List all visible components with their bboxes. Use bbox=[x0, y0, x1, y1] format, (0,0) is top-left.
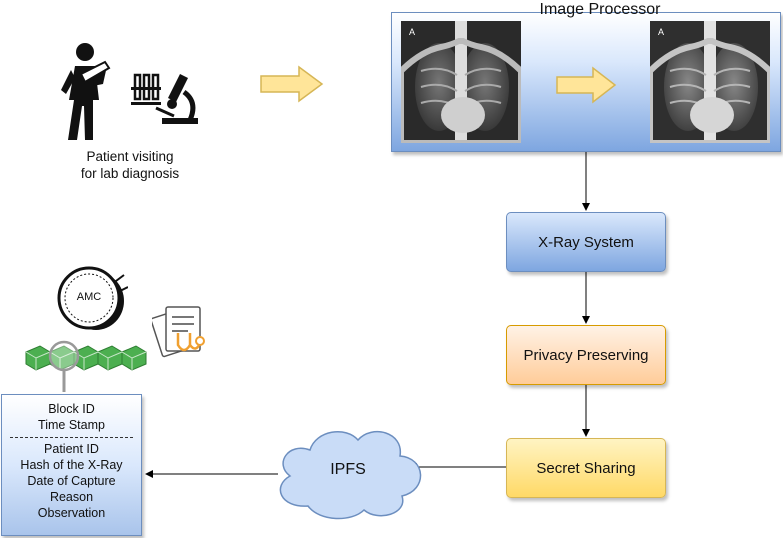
amc-coin-icon bbox=[57, 266, 128, 330]
block-field: Patient ID bbox=[44, 442, 99, 456]
xray-system-box: X-Ray System bbox=[506, 212, 666, 272]
patient-caption-line1: Patient visiting bbox=[86, 149, 174, 164]
patient-icon bbox=[61, 43, 111, 140]
microscope-icon bbox=[155, 74, 198, 124]
svg-text:A: A bbox=[409, 27, 415, 37]
block-field: Observation bbox=[37, 506, 106, 520]
block-data-card: Block ID Time Stamp Patient ID Hash of t… bbox=[1, 394, 142, 536]
xray-image-processed: A bbox=[650, 21, 770, 143]
ipfs-label: IPFS bbox=[330, 461, 366, 478]
test-tubes-icon bbox=[131, 73, 161, 105]
secret-sharing-box: Secret Sharing bbox=[506, 438, 666, 498]
block-divider bbox=[10, 437, 133, 438]
process-arrow-icon bbox=[556, 66, 617, 104]
image-processor-panel: A A bbox=[391, 12, 781, 152]
patient-caption: Patient visiting for lab diagnosis bbox=[40, 148, 220, 182]
svg-text:A: A bbox=[658, 27, 664, 37]
patient-caption-line2: for lab diagnosis bbox=[80, 166, 180, 181]
block-field: Hash of the X-Ray bbox=[20, 458, 123, 472]
block-field: Date of Capture bbox=[27, 474, 116, 488]
block-header-line: Time Stamp bbox=[38, 418, 105, 432]
amc-coin-label: AMC bbox=[76, 291, 102, 303]
ipfs-cloud-icon bbox=[279, 430, 422, 520]
image-processor-title: Image Processor bbox=[539, 1, 661, 18]
xray-image-original: A bbox=[401, 21, 521, 143]
block-field: Reason bbox=[49, 490, 94, 504]
block-header-line: Block ID bbox=[48, 402, 95, 416]
blockchain-icon bbox=[25, 340, 147, 392]
medical-clipboard-icon bbox=[152, 306, 205, 358]
flow-arrow-icon bbox=[260, 65, 324, 103]
privacy-preserving-box: Privacy Preserving bbox=[506, 325, 666, 385]
